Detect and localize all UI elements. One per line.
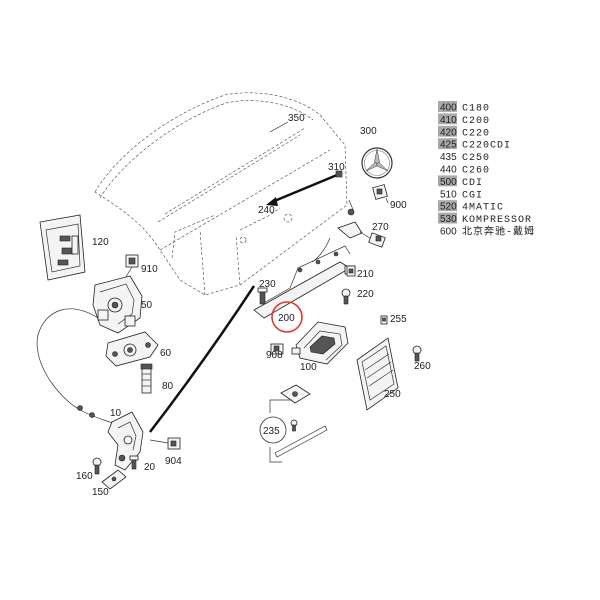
callout-120: 120 (92, 237, 109, 248)
latch-10 (107, 411, 144, 471)
clip-310 (335, 170, 343, 178)
legend-code: 600 (440, 227, 457, 238)
legend-name: C220 (462, 128, 490, 139)
legend-row: 435 C250 (440, 152, 490, 164)
legend-row: 410 C200 (438, 113, 490, 127)
callout-350: 350 (288, 113, 305, 124)
connector-910 (123, 254, 139, 281)
callout-250: 250 (384, 389, 401, 400)
callout-900: 900 (390, 200, 407, 211)
callout-150: 150 (92, 487, 109, 498)
legend-code: 435 (440, 152, 457, 163)
legend-code: 530 (440, 214, 457, 225)
callout-240: 240 (258, 205, 275, 216)
legend-row: 500 CDI (438, 175, 483, 189)
lock-50 (92, 275, 143, 334)
legend-name: 北京奔驰-戴姆 (462, 225, 535, 239)
callout-904: 904 (165, 456, 182, 467)
legend-code: 440 (440, 165, 457, 176)
legend-name: 4MATIC (462, 203, 504, 214)
callout-908: 908 (266, 350, 283, 361)
callout-270: 270 (372, 222, 389, 233)
connector-908 (270, 343, 284, 355)
connector-904 (149, 437, 181, 450)
clip-255 (380, 315, 388, 325)
callout-310: 310 (328, 162, 345, 173)
cover-120 (39, 214, 86, 281)
legend-code: 510 (440, 189, 457, 200)
screw-230 (257, 287, 268, 305)
callout-60: 60 (160, 348, 172, 359)
cylinder-80 (140, 363, 153, 394)
legend-row: 510 CGI (440, 189, 483, 201)
legend-row: 440 C260 (440, 165, 490, 177)
callout-160: 160 (76, 471, 93, 482)
callout-10: 10 (110, 408, 122, 419)
arrow-310 (266, 173, 338, 206)
connector-900 (347, 184, 389, 216)
legend-row: 530 KOMPRESSOR (438, 212, 532, 226)
legend-shade (438, 113, 457, 125)
star-emblem-icon (361, 147, 393, 179)
legend-name: C260 (462, 166, 490, 177)
legend-code: 400 (440, 103, 457, 114)
bracket-150 (101, 469, 127, 490)
callout-50: 50 (141, 300, 153, 311)
cable-heavy (149, 285, 256, 433)
legend-row: 425 C220CDI (438, 138, 511, 152)
switch-100 (291, 321, 349, 365)
screw-260 (412, 345, 422, 362)
legend-shade (438, 200, 457, 212)
callout-20: 20 (144, 462, 156, 473)
legend-code: 425 (440, 140, 457, 151)
callout-255: 255 (390, 314, 407, 325)
legend-code: 410 (440, 115, 457, 126)
callout-220: 220 (357, 289, 374, 300)
legend-name: C220CDI (462, 141, 511, 152)
housing-60 (105, 331, 159, 367)
legend-name: CDI (462, 178, 483, 189)
bowden-cable (36, 308, 119, 426)
callout-200: 200 (278, 313, 295, 324)
legend-shade (438, 212, 457, 224)
callout-235: 235 (263, 426, 280, 437)
callout-labels: 350 300 310 900 240 270 210 220 230 200 … (76, 113, 431, 498)
plate-250 (356, 337, 399, 411)
kit-235 (269, 384, 328, 463)
callout-260: 260 (414, 361, 431, 372)
legend-shade (438, 125, 457, 137)
callout-80: 80 (162, 381, 174, 392)
legend-shade (438, 101, 457, 112)
legend-row: 400 C180 (438, 101, 490, 115)
callout-910: 910 (141, 264, 158, 275)
callout-230: 230 (259, 279, 276, 290)
clip-210 (346, 265, 356, 277)
callout-235-group: 235 (259, 416, 287, 444)
bolt-20 (129, 455, 139, 470)
legend-row: 520 4MATIC (438, 200, 504, 214)
legend-name: C200 (462, 116, 490, 127)
legend-code: 500 (440, 177, 457, 188)
bolt-160 (92, 457, 102, 475)
legend-name: KOMPRESSOR (462, 215, 532, 226)
callout-300: 300 (360, 126, 377, 137)
legend-shade (438, 175, 457, 187)
bar-270 (311, 221, 386, 263)
legend-name: C180 (462, 104, 490, 115)
trunk-lid (94, 92, 348, 296)
legend-row: 600 北京奔驰-戴姆 (440, 225, 535, 239)
legend-code: 420 (440, 127, 457, 138)
legend-shade (438, 138, 457, 150)
legend-name: CGI (462, 190, 483, 201)
screw-220 (341, 288, 351, 305)
callout-210: 210 (357, 269, 374, 280)
highlight-circle (271, 301, 303, 333)
callout-100: 100 (300, 362, 317, 373)
legend-code: 520 (440, 202, 457, 213)
legend-row: 420 C220 (438, 125, 490, 139)
legend-name: C250 (462, 153, 490, 164)
